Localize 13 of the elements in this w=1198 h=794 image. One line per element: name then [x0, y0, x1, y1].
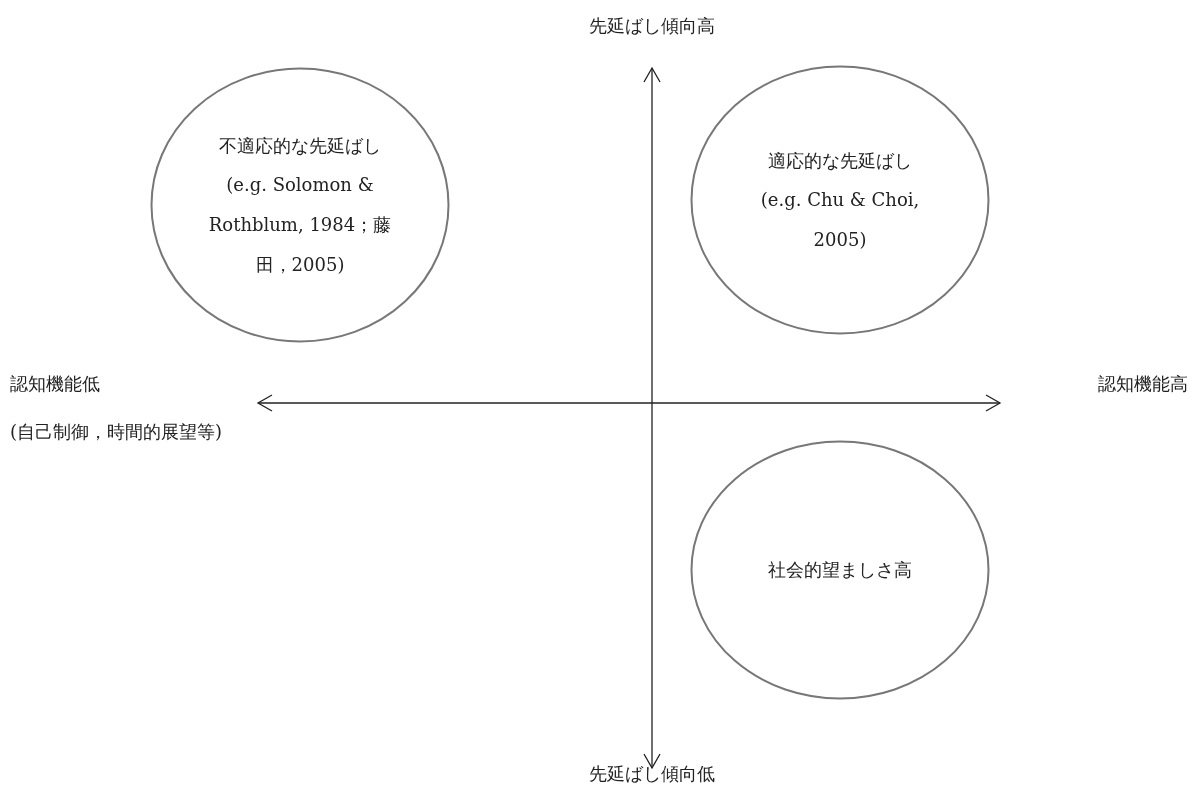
axis-label: 先延ばし傾向低	[589, 762, 715, 786]
heading-text: 適応的な先延ばし	[768, 148, 912, 173]
citation-text: (e.g. Solomon & Rothblum, 1984；藤田，2005)	[207, 173, 393, 277]
heading-text: 不適応的な先延ばし	[219, 133, 381, 158]
axis-label: 認知機能高	[1098, 372, 1188, 396]
axis-note: (自己制御，時間的展望等)	[10, 420, 223, 444]
ellipse-node	[150, 67, 450, 343]
axis-label: 先延ばし傾向高	[589, 14, 715, 38]
citation-text: (e.g. Chu & Choi, 2005)	[759, 188, 921, 252]
heading-text: 社会的望ましさ高	[768, 558, 912, 583]
axis-label: 認知機能低	[10, 372, 100, 396]
ellipse-node	[690, 65, 990, 335]
ellipse-node	[690, 440, 990, 700]
